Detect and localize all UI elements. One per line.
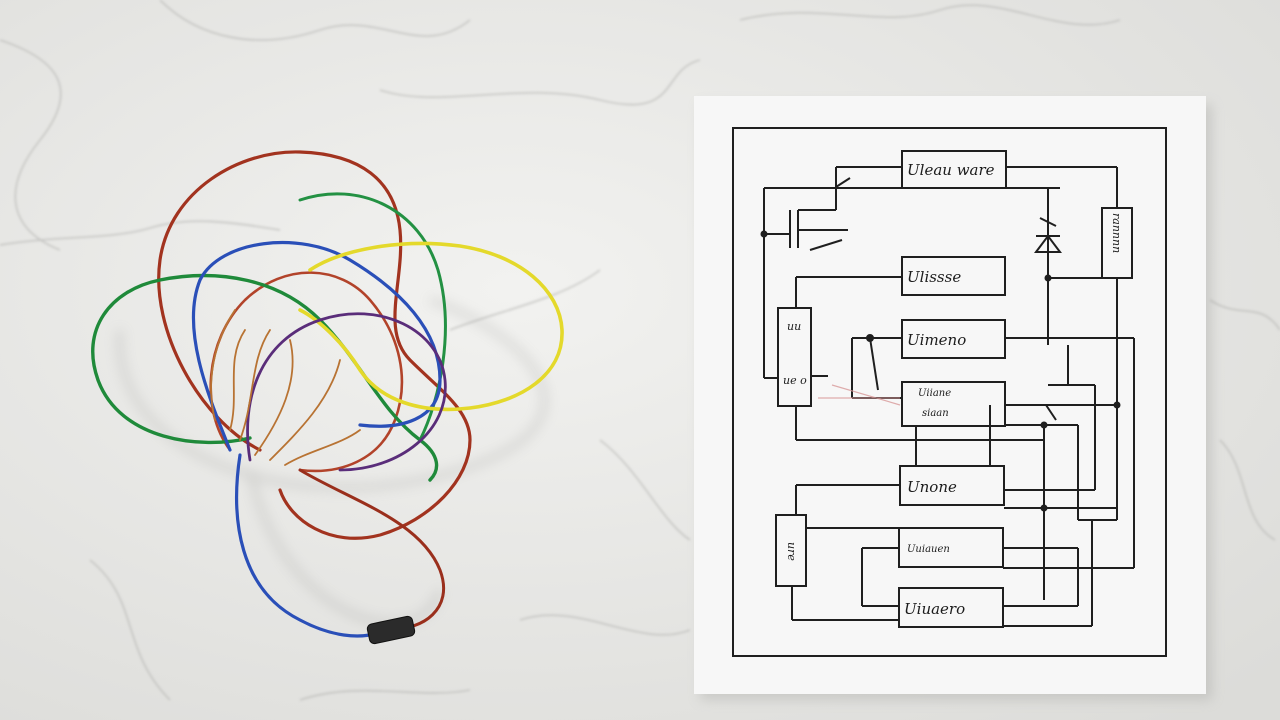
yellow-wire-loop — [298, 241, 564, 412]
label-left-component-top: uu — [787, 320, 801, 333]
label-box-4-line1: Uiiane — [918, 388, 951, 399]
tangled-wire-bundle — [91, 150, 564, 645]
wire-connector-plug — [366, 615, 416, 645]
copper-strands — [210, 309, 361, 466]
green-wire-loop — [91, 273, 439, 482]
purple-wire-loop — [246, 312, 447, 472]
circuit-schematic — [732, 127, 1167, 657]
schematic-border — [732, 127, 1167, 657]
schematic-labels: Uleau ware Ulissse Uimeno Uiiane siaan U… — [783, 161, 1123, 618]
blue-wire-tail — [235, 453, 382, 638]
label-box-6: Uuiauen — [907, 544, 950, 555]
schematic-paper — [694, 96, 1206, 694]
faint-red-traces — [818, 384, 901, 406]
label-box-7: Uiuaero — [904, 600, 965, 618]
component-vertical-left — [777, 307, 812, 407]
label-top-box: Uleau ware — [907, 161, 995, 179]
red-wire-outer-loop — [157, 150, 472, 540]
label-lower-left-component: ure — [785, 542, 798, 561]
blue-wire-loop — [191, 241, 442, 452]
wire-shadow — [116, 297, 548, 627]
component-box-7 — [898, 587, 1004, 628]
red-wire-tail — [298, 468, 446, 630]
label-right-component: rannnn — [1110, 213, 1123, 253]
label-box-4-line2: siaan — [922, 408, 949, 419]
label-box-5: Unone — [907, 478, 957, 496]
label-box-2: Ulissse — [907, 268, 961, 286]
label-box-3: Uimeno — [907, 331, 966, 349]
marble-veins — [0, 0, 1280, 701]
label-left-component: ue o — [783, 374, 807, 387]
